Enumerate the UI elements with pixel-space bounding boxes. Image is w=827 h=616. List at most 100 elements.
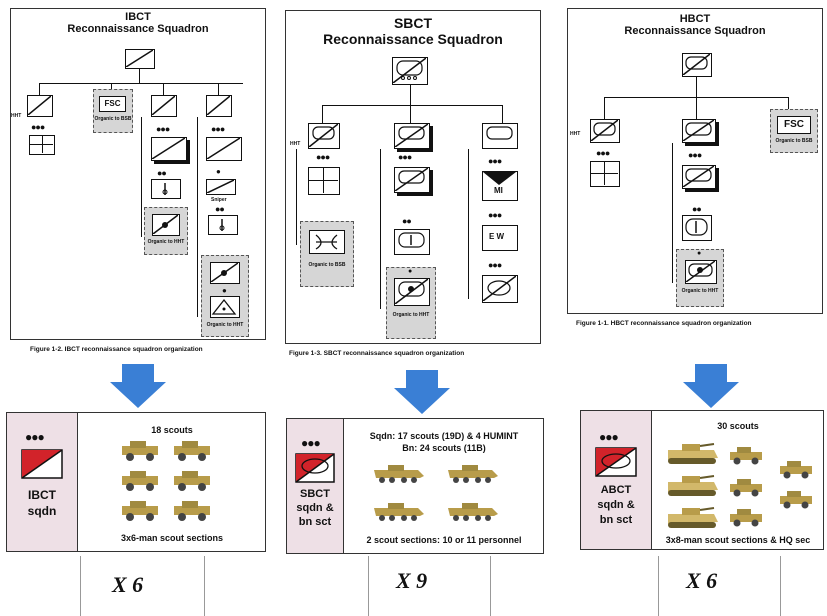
sbct-title-line2: Reconnaissance Squadron	[286, 31, 540, 47]
organic-bsb-label: Organic to BSB	[771, 138, 817, 144]
ibct-title: IBCT Reconnaissance Squadron	[11, 11, 265, 35]
hht-label: HHT	[570, 131, 580, 137]
unit-symbol-panel: ●●● ABCT sqdn & bn sct	[581, 411, 652, 549]
humvee-icon	[726, 508, 766, 528]
scout-sections: 2 scout sections: 10 or 11 personnel	[343, 535, 545, 545]
bradley-icon	[664, 504, 720, 530]
troop-symbol-a	[151, 95, 177, 117]
scout-sections: 3x6-man scout sections	[77, 533, 267, 543]
humvee-icon	[726, 446, 766, 466]
fsc-organic-box: FSC Organic to BSB	[770, 109, 818, 153]
organic-hht-box: ● Organic to HHT	[386, 267, 436, 339]
scouts-count: 30 scouts	[651, 421, 825, 431]
hq-symbol	[29, 135, 55, 155]
fsc-organic-box: FSC Organic to BSB	[93, 89, 133, 133]
fsc-label: FSC	[777, 116, 811, 134]
organic-hht-box-2: ● Organic to HHT	[201, 255, 249, 337]
squadron-symbol	[682, 53, 712, 77]
humvee-icon	[726, 478, 766, 498]
hbct-caption: Figure 1-1. HBCT reconnaissance squadron…	[576, 320, 752, 327]
stryker-icon	[372, 462, 426, 484]
cavalry-slash-icon	[152, 96, 175, 115]
stryker-icon	[372, 500, 426, 522]
sbct-unit-card: ●●● SBCT sqdn & bn sct Sqdn: 17 scouts (…	[286, 418, 544, 554]
sbct-caption: Figure 1-3. SBCT reconnaissance squadron…	[289, 350, 464, 357]
platoon-symbol	[394, 167, 430, 193]
scouts-count-bn: Bn: 24 scouts (11B)	[343, 443, 545, 453]
sbct-title-line1: SBCT	[286, 15, 540, 31]
stryker-icon	[446, 500, 500, 522]
scouts-count: 18 scouts	[77, 425, 267, 435]
hbct-title: HBCT Reconnaissance Squadron	[568, 13, 822, 37]
platoon-symbol-b1	[206, 137, 242, 161]
hht-symbol	[590, 119, 620, 143]
organic-hht-label-2: Organic to HHT	[202, 322, 248, 328]
ew-label: E W	[489, 232, 504, 241]
hht-label: HHT	[290, 141, 300, 147]
sniper-label: Sniper	[211, 197, 227, 203]
sbct-multiplier: X 9	[396, 568, 427, 594]
organic-hht-box-1: Organic to HHT	[144, 207, 188, 255]
fsc-label: FSC	[99, 96, 126, 112]
scout-sections: 3x8-man scout sections & HQ sec	[651, 535, 825, 545]
hht-symbol	[308, 123, 340, 149]
cavalry-slash-icon	[126, 50, 153, 67]
hht-symbol	[27, 95, 53, 117]
cavalry-slash-icon	[28, 96, 51, 115]
unit-symbol-icon	[295, 453, 335, 483]
mi-symbol: MI	[482, 171, 518, 201]
squadron-symbol	[125, 49, 155, 69]
mortar-symbol	[394, 229, 430, 255]
humvee-icon	[170, 440, 214, 462]
humvee-icon	[776, 490, 816, 510]
unit-symbol-panel: ●●● IBCT sqdn	[7, 413, 78, 551]
hht-label: HHT	[11, 113, 21, 119]
sniper-symbol	[206, 179, 236, 195]
scouts-count: Sqdn: 17 scouts (19D) & 4 HUMINT	[343, 431, 545, 441]
troop-symbol-b	[206, 95, 232, 117]
ibct-caption: Figure 1-2. IBCT reconnaissance squadron…	[30, 346, 203, 353]
mi-company-symbol	[482, 123, 518, 149]
mortar-symbol-a	[151, 179, 181, 199]
ibct-title-line1: IBCT	[11, 11, 265, 23]
cavalry-slash-icon	[153, 215, 178, 234]
hq-symbol	[308, 167, 340, 195]
humvee-icon	[118, 440, 162, 462]
bradley-icon	[664, 440, 720, 466]
organic-hht-label: Organic to HHT	[677, 288, 723, 294]
unit-name: SBCT sqdn & bn sct	[287, 487, 343, 529]
platoon-symbol	[682, 165, 716, 189]
organic-bsb-label: Organic to BSB	[301, 262, 353, 268]
unit-name: IBCT sqdn	[7, 487, 77, 519]
sbct-title: SBCT Reconnaissance Squadron	[286, 15, 540, 47]
abct-multiplier: X 6	[686, 568, 717, 594]
hbct-title-line2: Reconnaissance Squadron	[568, 25, 822, 37]
organic-bsb-box: Organic to BSB	[300, 221, 354, 287]
surveillance-symbol	[482, 275, 518, 303]
down-arrow-icon	[394, 370, 450, 414]
down-arrow-icon	[683, 364, 739, 408]
humvee-icon	[170, 500, 214, 522]
organic-bsb-label: Organic to BSB	[94, 116, 132, 122]
humvee-icon	[118, 500, 162, 522]
mi-label: MI	[494, 186, 503, 195]
humvee-icon	[118, 470, 162, 492]
mortar-symbol-b	[208, 215, 238, 235]
down-arrow-icon	[110, 364, 166, 408]
squadron-symbol	[392, 57, 428, 85]
hq-symbol	[590, 161, 620, 187]
organic-hht-box: ● Organic to HHT	[676, 249, 724, 307]
unit-symbol-icon	[21, 449, 63, 479]
troop-symbol	[394, 123, 430, 149]
ibct-title-line2: Reconnaissance Squadron	[11, 23, 265, 35]
hbct-title-line1: HBCT	[568, 13, 822, 25]
bradley-icon	[664, 472, 720, 498]
stryker-icon	[446, 462, 500, 484]
organic-hht-label-1: Organic to HHT	[145, 239, 187, 245]
organic-hht-label: Organic to HHT	[387, 312, 435, 318]
unit-symbol-icon	[595, 447, 637, 477]
humvee-icon	[776, 460, 816, 480]
sbct-org-chart: SBCT Reconnaissance Squadron HHT ●●● Org…	[285, 10, 541, 344]
cavalry-slash-icon	[207, 96, 230, 115]
mortar-symbol	[682, 215, 712, 241]
